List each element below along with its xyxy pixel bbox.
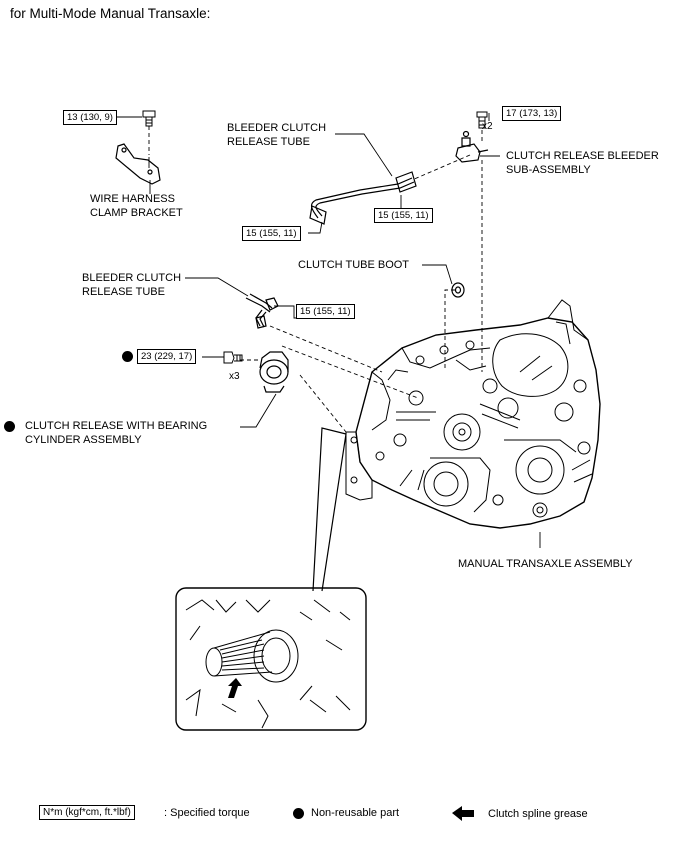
legend-torque-desc: : Specified torque (164, 807, 250, 819)
torque-lower-tube: 15 (155, 11) (296, 304, 355, 319)
legend-nonreusable-dot (293, 808, 304, 819)
cylinder-bolt-quantity: x3 (229, 371, 240, 382)
detail-callout (175, 427, 367, 731)
bolt-bleeder (476, 111, 488, 129)
label-wire-harness-line1: WIRE HARNESS (90, 193, 175, 205)
grease-legend-arrow (452, 806, 474, 821)
grease-arrow-detail (228, 678, 242, 698)
label-clutch-tube-boot: CLUTCH TUBE BOOT (298, 259, 410, 271)
label-bleeder-sub-line2: SUB-ASSEMBLY (506, 164, 591, 176)
label-bleeder-sub-line1: CLUTCH RELEASE BLEEDER (506, 150, 659, 162)
page-title: for Multi-Mode Manual Transaxle: (10, 6, 211, 21)
clutch-tube-boot (451, 282, 465, 298)
bleeder-bolt-quantity: x2 (482, 121, 493, 132)
torque-cylinder-bolt: 23 (229, 17) (137, 349, 197, 364)
lower-bleeder-tube (245, 293, 279, 329)
clutch-release-cylinder (259, 351, 289, 393)
torque-upper-tube-right: 15 (155, 11) (374, 208, 433, 223)
torque-wire-bracket-bolt: 13 (130, 9) (63, 110, 117, 125)
label-lower-tube-line1: BLEEDER CLUTCH (82, 272, 182, 284)
input-shaft-detail (185, 599, 351, 729)
legend-torque-unit: N*m (kgf*cm, ft.*lbf) (39, 805, 135, 820)
label-transaxle: MANUAL TRANSAXLE ASSEMBLY (458, 558, 633, 570)
bolt-wire-bracket (142, 110, 156, 127)
nonreusable-dot-cylinder-bolt (122, 351, 133, 362)
legend-grease-text: Clutch spline grease (488, 808, 588, 820)
manual-transaxle-assembly (345, 299, 601, 529)
torque-upper-tube-left: 15 (155, 11) (242, 226, 301, 241)
bolt-cylinder (223, 351, 243, 364)
label-release-cylinder-line1: CLUTCH RELEASE WITH BEARING (25, 420, 208, 432)
torque-bleeder-bolt: 17 (173, 13) (502, 106, 562, 121)
label-wire-harness-line2: CLAMP BRACKET (90, 207, 183, 219)
legend-nonreusable-text: Non-reusable part (311, 807, 400, 819)
label-lower-tube-line2: RELEASE TUBE (82, 286, 165, 298)
label-upper-tube-line1: BLEEDER CLUTCH (227, 122, 327, 134)
wire-harness-clamp-bracket (115, 143, 161, 185)
upper-bleeder-tube (309, 171, 417, 225)
nonreusable-dot-cylinder (4, 421, 15, 432)
label-upper-tube-line2: RELEASE TUBE (227, 136, 310, 148)
clutch-release-bleeder-sub-assy (455, 130, 489, 163)
assembly-guide-lines (148, 126, 483, 433)
label-release-cylinder-line2: CYLINDER ASSEMBLY (25, 434, 142, 446)
